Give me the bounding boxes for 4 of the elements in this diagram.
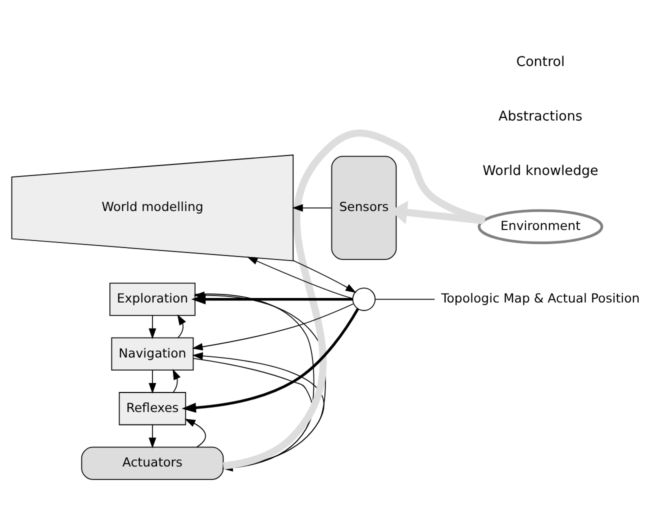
node-text: Topologic Map & Actual Position <box>441 290 640 306</box>
label: Abstractions <box>498 109 582 124</box>
label: Control <box>516 54 565 70</box>
label: World knowledge <box>482 164 598 179</box>
